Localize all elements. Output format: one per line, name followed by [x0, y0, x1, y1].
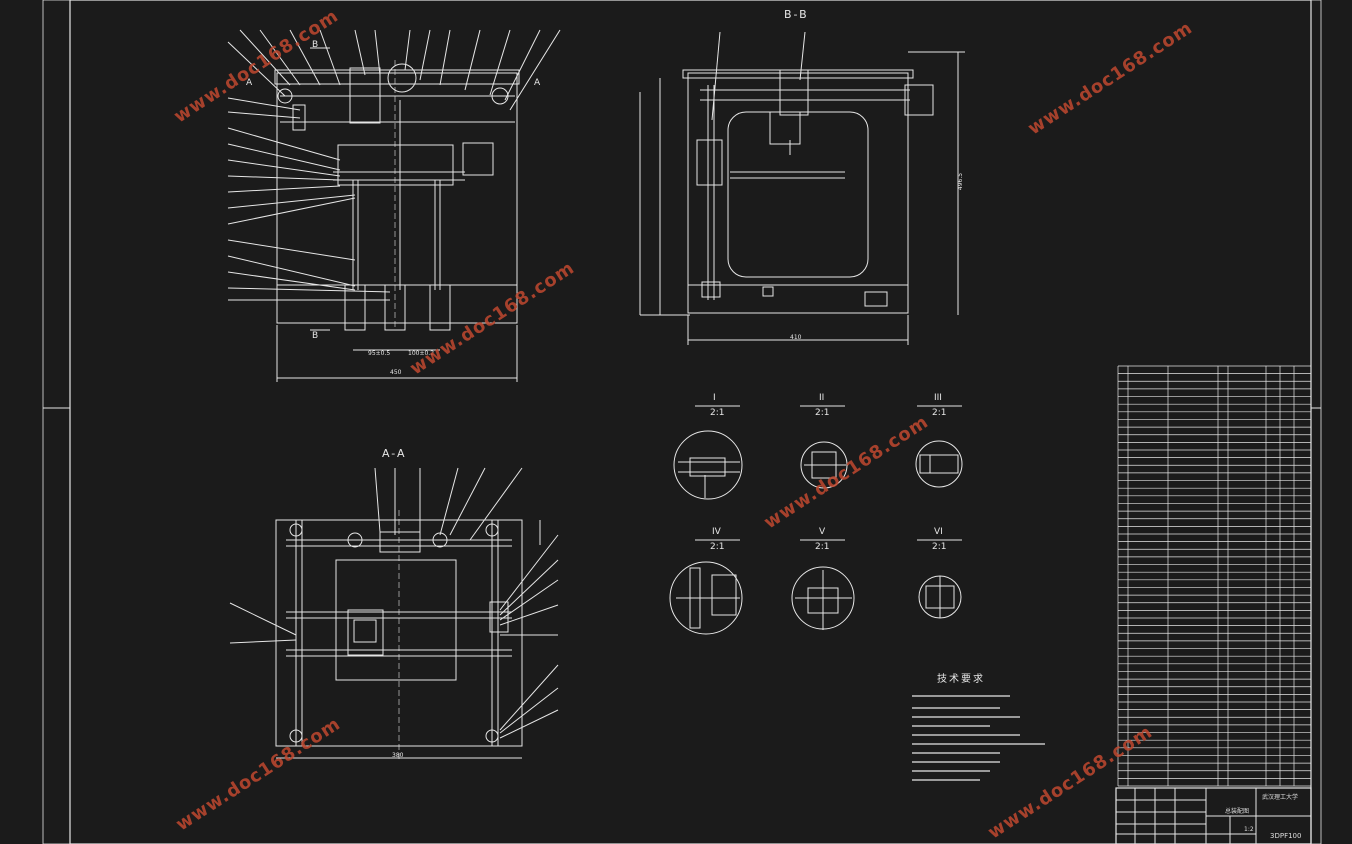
detail-2-scale: 2:1	[815, 408, 830, 418]
section-mark-b-bottom: B	[312, 331, 321, 341]
detail-5-scale: 2:1	[815, 542, 830, 552]
detail-3-id: III	[934, 393, 942, 403]
section-aa-title: A-A	[382, 447, 407, 460]
front-sub-dim-b: 100±0.2	[408, 350, 435, 357]
bb-width-dim: 410	[790, 334, 802, 341]
detail-4-scale: 2:1	[710, 542, 725, 552]
title-block-org: 武汉理工大学	[1262, 794, 1299, 801]
section-mark-a-left: A	[246, 78, 255, 88]
front-sub-dim-a: 95±0.5	[368, 350, 391, 357]
bb-height-dim: 496.5	[957, 172, 965, 191]
technical-requirements-title: 技术要求	[937, 674, 985, 685]
aa-width-dim: 380	[392, 752, 404, 759]
front-view	[227, 29, 561, 382]
technical-notes	[912, 695, 1045, 781]
sheet-outer-border	[42, 0, 1322, 844]
title-block-scale: 1:2	[1244, 826, 1254, 833]
title-block-name: 总装配图	[1225, 808, 1250, 815]
title-block	[1115, 787, 1312, 844]
section-mark-a-right: A	[534, 78, 543, 88]
detail-1-id: I	[713, 393, 716, 403]
detail-3-scale: 2:1	[932, 408, 947, 418]
detail-5-id: V	[819, 527, 826, 537]
detail-6-scale: 2:1	[932, 542, 947, 552]
section-mark-b-top: B	[312, 40, 321, 50]
parts-list-table	[1117, 365, 1312, 787]
detail-2-id: II	[819, 393, 825, 403]
title-block-code: 3DPF100	[1270, 832, 1302, 840]
section-bb-title: B-B	[784, 8, 809, 21]
detail-views	[669, 405, 963, 635]
detail-6-id: VI	[934, 527, 943, 537]
section-bb-view	[639, 31, 965, 345]
detail-1-scale: 2:1	[710, 408, 725, 418]
detail-4-id: IV	[712, 527, 721, 537]
front-width-dim: 450	[390, 369, 402, 376]
section-aa-view	[229, 467, 559, 760]
